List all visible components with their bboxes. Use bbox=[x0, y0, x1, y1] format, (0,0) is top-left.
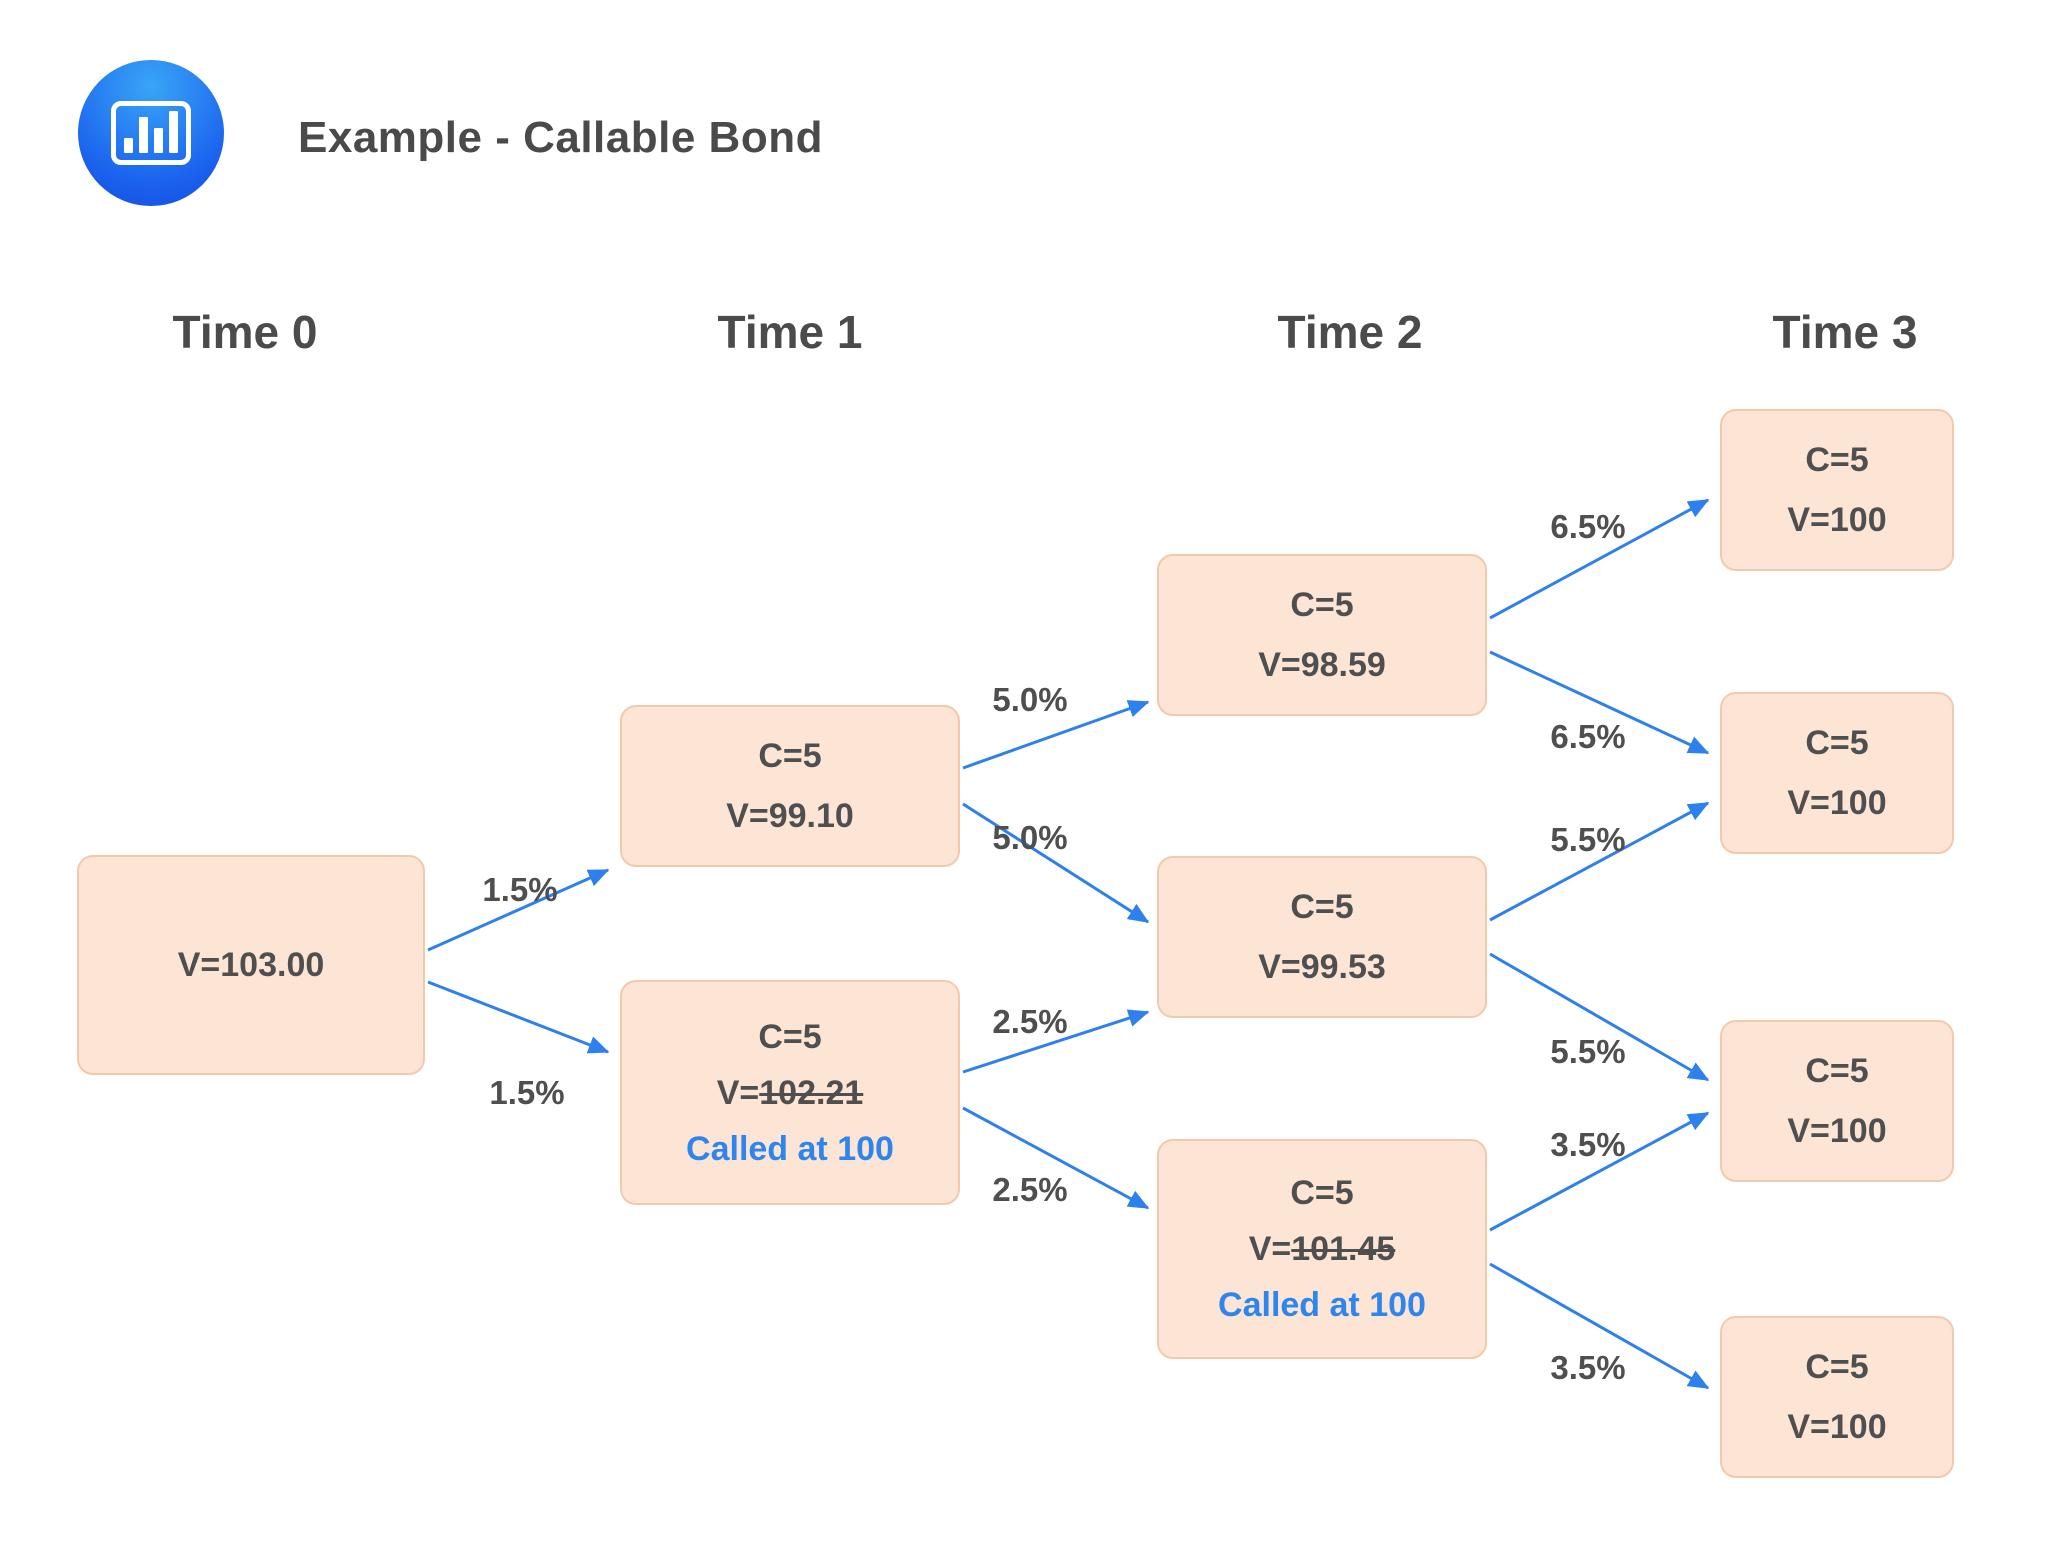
node-time1-down: C=5 V=102.21 Called at 100 bbox=[620, 980, 960, 1205]
struck-value: 101.45 bbox=[1291, 1230, 1396, 1268]
node-value: V=100 bbox=[1787, 1408, 1887, 1446]
node-value: V=103.00 bbox=[177, 946, 325, 984]
node-time1-up: C=5 V=99.10 bbox=[620, 705, 960, 867]
node-time2-up: C=5 V=98.59 bbox=[1157, 554, 1487, 716]
edge-rate-label: 5.5% bbox=[1550, 821, 1626, 858]
node-time3-4: C=5 V=100 bbox=[1720, 1316, 1954, 1478]
called-at-label: Called at 100 bbox=[686, 1129, 894, 1168]
node-value: V=99.10 bbox=[726, 797, 854, 835]
node-value: V=101.45 bbox=[1248, 1230, 1396, 1268]
node-value: V=100 bbox=[1787, 784, 1887, 822]
edge-rate-label: 3.5% bbox=[1550, 1126, 1626, 1163]
node-coupon: C=5 bbox=[1805, 441, 1869, 479]
node-time3-1: C=5 V=100 bbox=[1720, 409, 1954, 571]
node-time3-3: C=5 V=100 bbox=[1720, 1020, 1954, 1182]
node-time0: V=103.00 bbox=[77, 855, 425, 1075]
node-time2-mid: C=5 V=99.53 bbox=[1157, 856, 1487, 1018]
edge-rate-label: 6.5% bbox=[1550, 718, 1626, 755]
node-coupon: C=5 bbox=[1805, 1052, 1869, 1090]
node-coupon: C=5 bbox=[1805, 724, 1869, 762]
node-coupon: C=5 bbox=[758, 1017, 822, 1056]
column-label-time-0: Time 0 bbox=[172, 306, 318, 358]
edge-arrow-t0-t1down bbox=[427, 980, 610, 1054]
node-value: V=102.21 bbox=[716, 1073, 864, 1112]
node-coupon: C=5 bbox=[1290, 888, 1354, 926]
node-coupon: C=5 bbox=[758, 737, 822, 775]
node-coupon: C=5 bbox=[1805, 1348, 1869, 1386]
bar-chart-icon-frame bbox=[111, 101, 191, 165]
node-value: V=100 bbox=[1787, 501, 1887, 539]
node-value: V=100 bbox=[1787, 1112, 1887, 1150]
column-label-time-2: Time 2 bbox=[1277, 306, 1423, 358]
called-at-label: Called at 100 bbox=[1218, 1286, 1426, 1324]
page-title: Example - Callable Bond bbox=[298, 113, 823, 162]
edge-rate-label: 5.5% bbox=[1550, 1033, 1626, 1070]
column-label-time-3: Time 3 bbox=[1772, 306, 1918, 358]
bar-chart-icon bbox=[78, 60, 224, 206]
column-label-time-1: Time 1 bbox=[717, 306, 863, 358]
edge-rate-label: 2.5% bbox=[992, 1171, 1068, 1208]
edge-rate-label: 3.5% bbox=[1550, 1349, 1626, 1386]
edge-rate-label: 6.5% bbox=[1550, 508, 1626, 545]
edge-rate-label: 1.5% bbox=[482, 871, 558, 908]
edge-rate-label: 5.0% bbox=[992, 681, 1068, 718]
node-time2-down: C=5 V=101.45 Called at 100 bbox=[1157, 1139, 1487, 1359]
node-value: V=98.59 bbox=[1258, 646, 1386, 684]
node-coupon: C=5 bbox=[1290, 1174, 1354, 1212]
edge-rate-label: 5.0% bbox=[992, 819, 1068, 856]
node-coupon: C=5 bbox=[1290, 586, 1354, 624]
edge-rate-label: 1.5% bbox=[489, 1074, 565, 1111]
node-time3-2: C=5 V=100 bbox=[1720, 692, 1954, 854]
edge-rate-label: 2.5% bbox=[992, 1003, 1068, 1040]
struck-value: 102.21 bbox=[759, 1073, 864, 1112]
node-value: V=99.53 bbox=[1258, 948, 1386, 986]
